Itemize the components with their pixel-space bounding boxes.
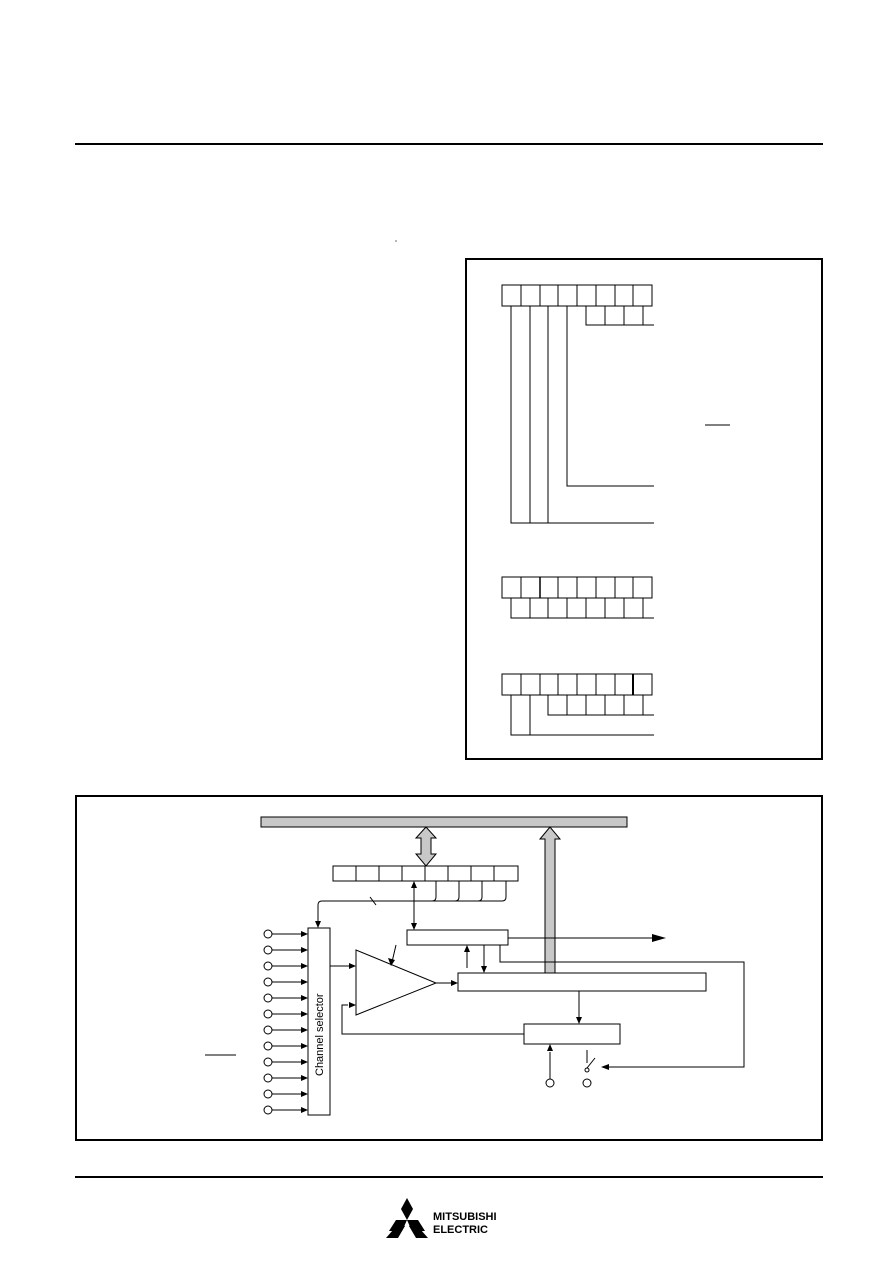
successive-approximation-register bbox=[457, 972, 707, 992]
register-3 bbox=[501, 673, 654, 736]
avss-pin bbox=[582, 1078, 592, 1088]
header-rule bbox=[75, 143, 823, 145]
logo-wordmark-line2: ELECTRIC bbox=[433, 1224, 488, 1236]
channel-selector bbox=[307, 927, 331, 1116]
logo-wordmark-line1: MITSUBISHI bbox=[433, 1211, 497, 1223]
bus-up-arrow bbox=[538, 826, 562, 974]
data-bus bbox=[260, 816, 628, 828]
bus-double-arrow bbox=[414, 826, 438, 867]
analog-input-pins bbox=[263, 929, 302, 1115]
vref-pin bbox=[545, 1078, 555, 1088]
footer-rule bbox=[75, 1176, 823, 1178]
block-diagram-frame bbox=[75, 795, 823, 1141]
resistor-ladder bbox=[523, 1023, 621, 1045]
block-diagram: Channel selector bbox=[205, 816, 745, 1116]
arrowheads bbox=[301, 881, 666, 1113]
register-1 bbox=[501, 284, 730, 524]
stray-dot bbox=[395, 240, 397, 242]
channel-selector-label: Channel selector bbox=[314, 993, 326, 1076]
control-circuit bbox=[406, 929, 509, 946]
register-figure-frame bbox=[465, 258, 823, 760]
register-2 bbox=[501, 576, 654, 619]
control-register bbox=[317, 865, 519, 928]
comparator bbox=[355, 949, 438, 1016]
mitsubishi-logo bbox=[386, 1198, 428, 1238]
